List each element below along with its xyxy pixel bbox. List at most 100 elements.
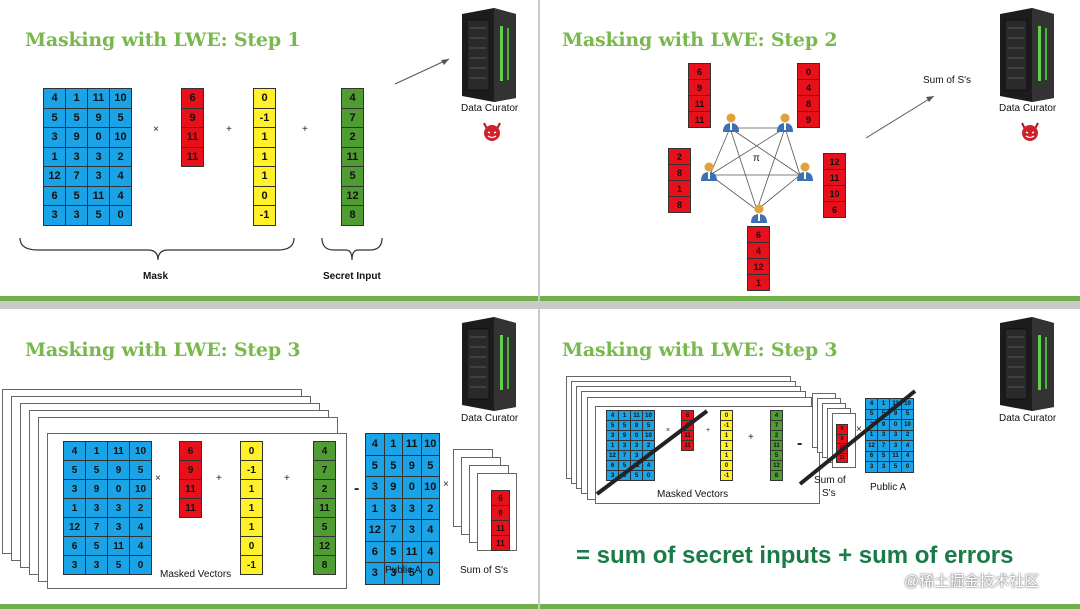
matrix-cell: 4 (129, 536, 152, 556)
data-curator-label: Data Curator (461, 103, 519, 114)
matrix-cell: 8 (797, 95, 820, 112)
matrix-cell: 9 (402, 454, 422, 477)
matrix-cell: 11 (491, 535, 510, 551)
public-a-label: Public A (870, 482, 907, 493)
matrix-cell: 5 (770, 450, 783, 461)
matrix-cell: 5 (313, 517, 336, 537)
plus-operator: + (748, 432, 754, 443)
matrix-cell: 9 (181, 107, 204, 128)
matrix-cell: 11 (770, 440, 783, 451)
panel-bottom-bar (0, 296, 538, 301)
matrix-cell: 5 (85, 536, 108, 556)
sum-of-s-label: Sum of S's (460, 565, 509, 576)
matrix-cell: 0 (720, 410, 733, 421)
matrix-cell: 1 (240, 498, 263, 518)
times-operator: × (155, 473, 161, 484)
matrix-cell: 9 (383, 476, 403, 499)
matrix-cell: 6 (365, 540, 385, 563)
matrix-cell: 11 (179, 498, 202, 518)
matrix-cell: 1 (43, 146, 66, 167)
watermark: @稀土掘金技术社区 (904, 573, 1040, 590)
matrix-cell: 5 (383, 540, 403, 563)
matrix-cell: 3 (43, 127, 66, 148)
matrix-cell: 1 (668, 180, 691, 197)
panel-title: Masking with LWE: Step 2 (562, 29, 838, 51)
matrix-cell: 9 (87, 107, 110, 128)
matrix-cell: 11 (87, 88, 110, 109)
arrow-to-curator (865, 95, 935, 139)
matrix-cell: 0 (109, 205, 132, 226)
plus-operator: + (216, 473, 222, 484)
matrix-cell: 5 (129, 460, 152, 480)
result-equation: = sum of secret inputs + sum of errors (576, 542, 1014, 569)
matrix-cell: 12 (823, 153, 846, 170)
matrix-cell: 1 (747, 274, 770, 291)
matrix-cell: 3 (87, 146, 110, 167)
matrix-cell: 7 (770, 420, 783, 431)
matrix-cell: 2 (420, 497, 440, 520)
person-graphic (701, 162, 717, 181)
plus-operator: + (226, 124, 232, 135)
matrix-cell: 10 (420, 476, 440, 499)
matrix-cell: 12 (63, 517, 86, 537)
matrix-cell: 4 (420, 519, 440, 542)
matrix-cell: 11 (836, 452, 848, 463)
server-graphic (462, 8, 516, 102)
matrix-cell: 10 (109, 127, 132, 148)
times-operator: × (153, 124, 159, 135)
times-operator: × (666, 427, 671, 434)
matrix-cell: 4 (109, 166, 132, 187)
matrix-cell: 3 (63, 555, 86, 575)
brace-mask (19, 237, 295, 261)
panel-title: Masking with LWE: Step 3 (562, 339, 838, 361)
matrix-cell: 0 (253, 185, 276, 206)
data-curator-label: Data Curator (461, 413, 519, 424)
matrix-cell: 11 (313, 498, 336, 518)
matrix-cell: 12 (43, 166, 66, 187)
panel-bottom-bar (540, 604, 1080, 609)
server-graphic (1000, 317, 1054, 411)
matrix-cell: 11 (823, 169, 846, 186)
devil-icon (1021, 122, 1039, 141)
matrix-cell: 0 (87, 127, 110, 148)
matrix-cell: 7 (85, 517, 108, 537)
matrix-cell: 10 (129, 441, 152, 461)
panel-bottom-bar (540, 296, 1080, 301)
matrix-cell: 4 (341, 88, 364, 109)
matrix-cell: 3 (365, 476, 385, 499)
matrix-cell: 3 (107, 498, 130, 518)
matrix-cell: 0 (720, 460, 733, 471)
server-graphic (462, 317, 516, 411)
matrix-cell: 6 (688, 63, 711, 80)
plus-operator: + (706, 427, 711, 434)
matrix-cell: 5 (107, 555, 130, 575)
matrix-cell: -1 (240, 460, 263, 480)
matrix-cell: 12 (313, 536, 336, 556)
matrix-cell: 2 (770, 430, 783, 441)
matrix-cell: 10 (129, 479, 152, 499)
matrix-cell: 11 (107, 441, 130, 461)
matrix-cell: 11 (181, 127, 204, 148)
matrix-cell: 0 (107, 479, 130, 499)
brace-secret (321, 237, 383, 261)
matrix-cell: -1 (240, 555, 263, 575)
matrix-cell: -1 (720, 420, 733, 431)
matrix-cell: 3 (383, 562, 403, 585)
matrix-cell: 11 (491, 520, 510, 536)
matrix-cell: 0 (420, 562, 440, 585)
matrix-cell: 4 (365, 433, 385, 456)
matrix-cell: 1 (720, 450, 733, 461)
matrix-cell: 1 (253, 166, 276, 187)
matrix-cell: 5 (341, 166, 364, 187)
